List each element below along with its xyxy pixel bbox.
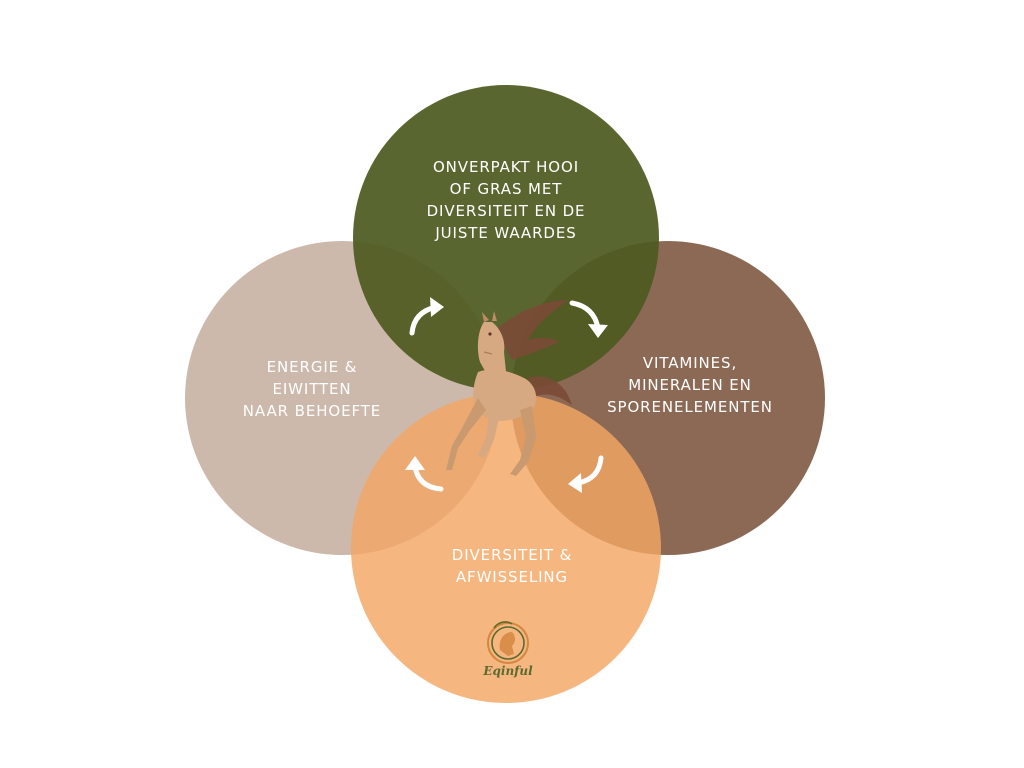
label-hooi: ONVERPAKT HOOI OF GRAS MET DIVERSITEIT E… bbox=[426, 158, 586, 242]
circle-diversiteit bbox=[351, 393, 661, 703]
eqinful-logo-icon bbox=[487, 621, 529, 664]
label-vitamines: VITAMINES, MINERALEN EN SPORENELEMENTEN bbox=[607, 354, 773, 416]
horse-illustration bbox=[446, 300, 572, 476]
label-energie: ENERGIE & EIWITTEN NAAR BEHOEFTE bbox=[242, 358, 382, 420]
cycle-arrows bbox=[405, 297, 608, 493]
arrow-top-left-icon bbox=[409, 297, 444, 336]
arrow-bottom-left-icon bbox=[405, 456, 444, 492]
arrow-top-right-icon bbox=[569, 300, 608, 338]
label-diversiteit: DIVERSITEIT & AFWISSELING bbox=[451, 546, 573, 586]
arrow-bottom-right-icon bbox=[568, 455, 604, 493]
circle-hooi bbox=[353, 85, 659, 391]
logo-text: Eqinful bbox=[483, 664, 533, 678]
